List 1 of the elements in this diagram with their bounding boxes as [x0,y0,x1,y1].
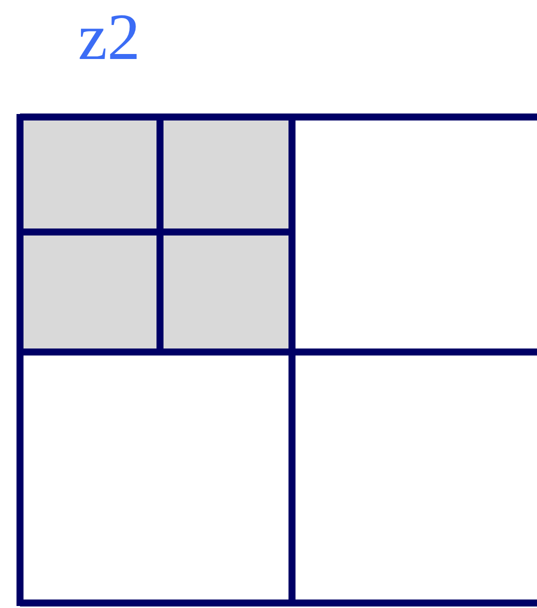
axis-label: z2 [78,2,140,74]
